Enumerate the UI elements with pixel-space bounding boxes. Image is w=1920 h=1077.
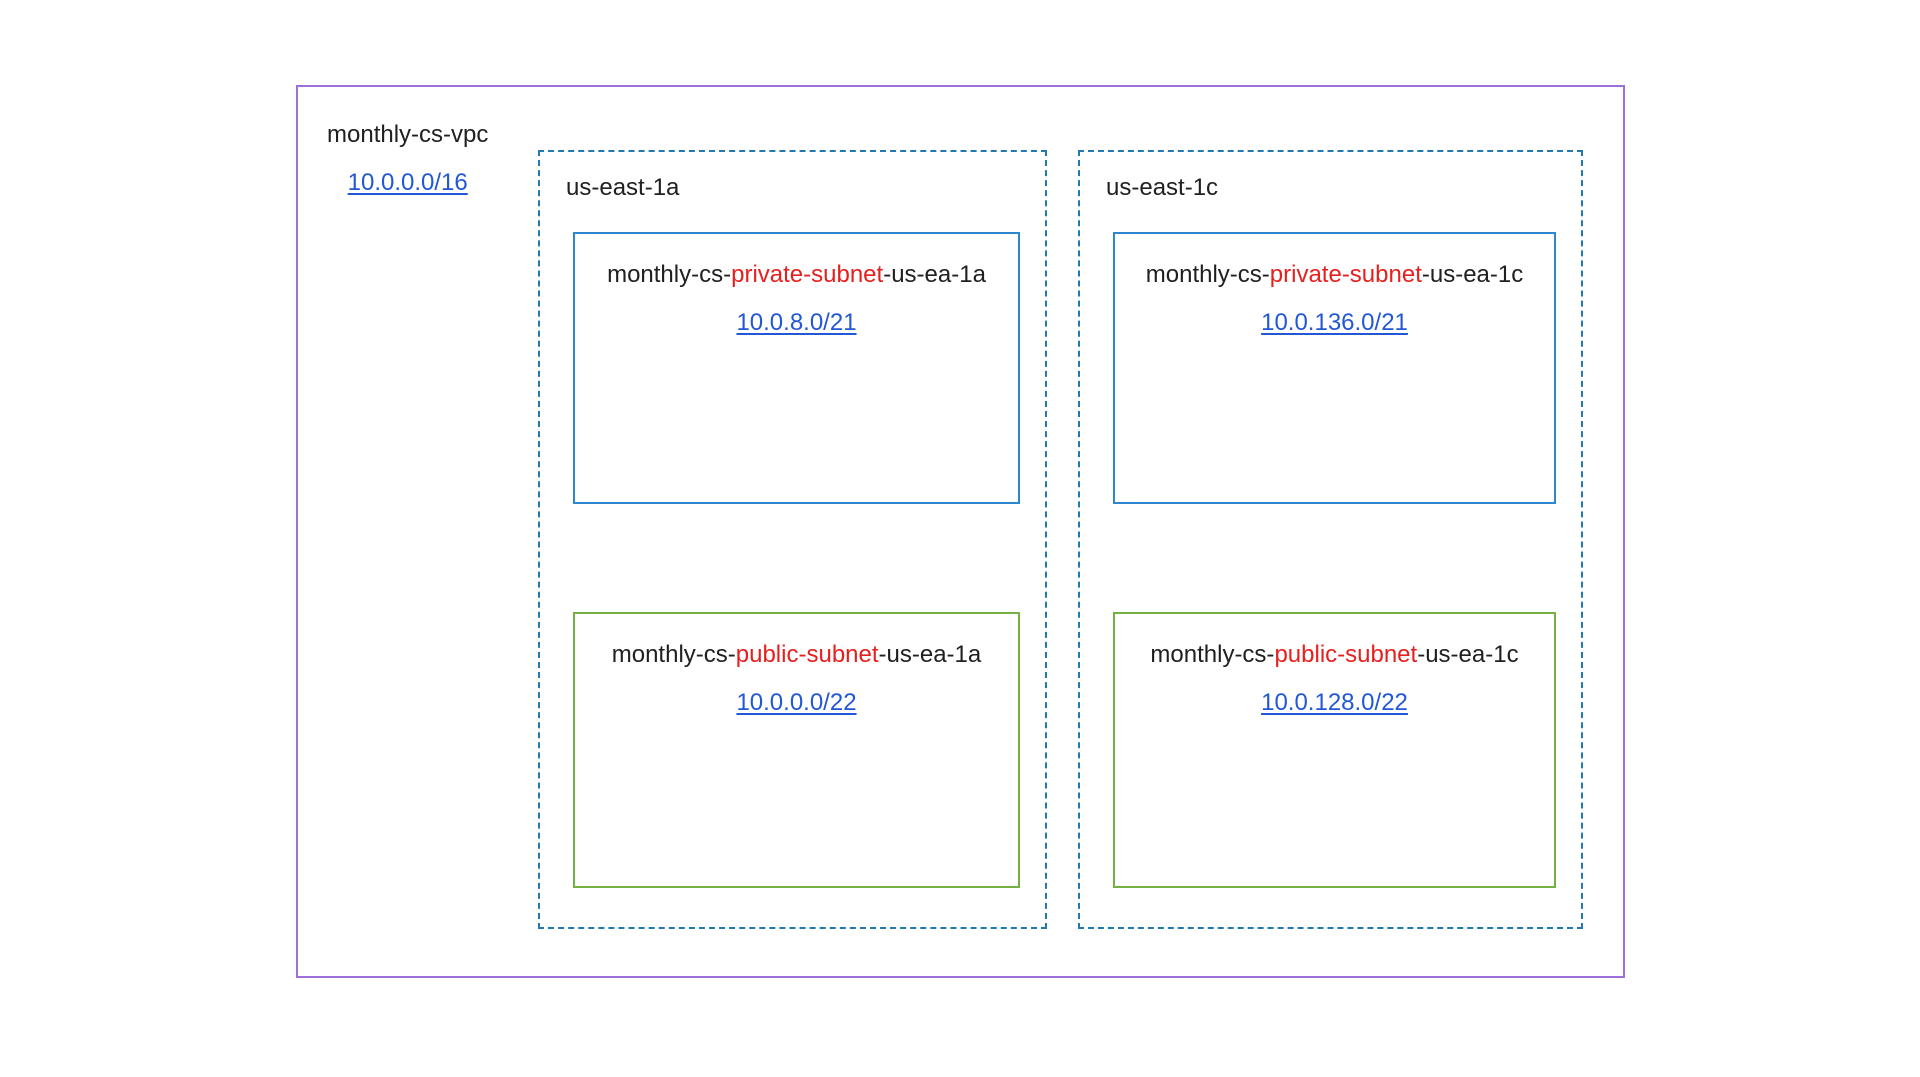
subnet-name-prefix: monthly-cs- bbox=[1145, 261, 1270, 288]
subnet-name-label: monthly-cs-private-subnet-us-ea-1a bbox=[607, 260, 986, 290]
private-subnet-card-1c: monthly-cs-private-subnet-us-ea-1c 10.0.… bbox=[1113, 232, 1556, 504]
subnet-name-prefix: monthly-cs- bbox=[1150, 641, 1275, 668]
subnet-name-suffix: -us-ea-1c bbox=[1421, 261, 1524, 288]
az-name-label: us-east-1a bbox=[566, 174, 680, 201]
subnet-cidr-link[interactable]: 10.0.136.0/21 bbox=[1261, 309, 1408, 336]
public-subnet-card-1a: monthly-cs-public-subnet-us-ea-1a 10.0.0… bbox=[573, 612, 1020, 888]
subnet-name-highlight: private-subnet bbox=[731, 261, 884, 288]
subnet-name-label: monthly-cs-private-subnet-us-ea-1c bbox=[1146, 260, 1524, 290]
subnet-cidr-link[interactable]: 10.0.128.0/22 bbox=[1261, 689, 1408, 716]
vpc-name-label: monthly-cs-vpc bbox=[327, 121, 489, 148]
vpc-header: monthly-cs-vpc 10.0.0.0/16 bbox=[327, 120, 488, 198]
az-box-us-east-1c: us-east-1c monthly-cs-private-subnet-us-… bbox=[1078, 150, 1583, 929]
public-subnet-card-1c: monthly-cs-public-subnet-us-ea-1c 10.0.1… bbox=[1113, 612, 1556, 888]
vpc-container: monthly-cs-vpc 10.0.0.0/16 us-east-1a mo… bbox=[296, 85, 1625, 978]
subnet-name-label: monthly-cs-public-subnet-us-ea-1c bbox=[1150, 640, 1518, 670]
subnet-name-prefix: monthly-cs- bbox=[607, 261, 732, 288]
subnet-cidr-link[interactable]: 10.0.8.0/21 bbox=[736, 309, 857, 336]
vpc-cidr-link[interactable]: 10.0.0.0/16 bbox=[347, 169, 468, 196]
subnet-name-highlight: private-subnet bbox=[1269, 261, 1422, 288]
subnet-cidr-link[interactable]: 10.0.0.0/22 bbox=[736, 689, 857, 716]
subnet-name-label: monthly-cs-public-subnet-us-ea-1a bbox=[612, 640, 982, 670]
private-subnet-card-1a: monthly-cs-private-subnet-us-ea-1a 10.0.… bbox=[573, 232, 1020, 504]
az-name-label: us-east-1c bbox=[1106, 174, 1219, 201]
subnet-name-suffix: -us-ea-1a bbox=[883, 261, 986, 288]
subnet-name-highlight: public-subnet bbox=[1274, 641, 1418, 668]
subnet-name-highlight: public-subnet bbox=[735, 641, 879, 668]
az-box-us-east-1a: us-east-1a monthly-cs-private-subnet-us-… bbox=[538, 150, 1047, 929]
subnet-name-suffix: -us-ea-1a bbox=[878, 641, 982, 668]
subnet-name-prefix: monthly-cs- bbox=[611, 641, 736, 668]
subnet-name-suffix: -us-ea-1c bbox=[1417, 641, 1519, 668]
